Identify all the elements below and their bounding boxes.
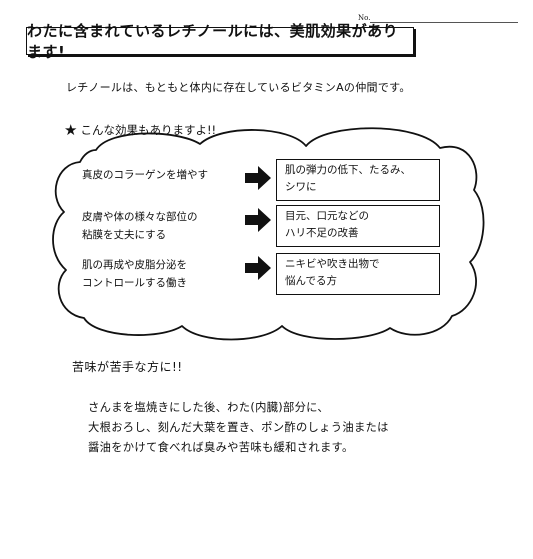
effect-cause-3-line-2: コントロールする働き [82,277,187,289]
effect-result-3-line-2: 悩んでる方 [285,275,337,287]
effect-result-1-line-1: 肌の弾力の低下、たるみ、 [285,164,411,176]
intro-text: レチノールは、もともと体内に存在しているビタミンAの仲間です。 [66,81,411,94]
advice-line-1: さんまを塩焼きにした後、わた(内臓)部分に、 [88,401,330,414]
effect-cause-2: 皮膚や体の様々な部位の 粘膜を丈夫にする [82,208,198,244]
advice-text: さんまを塩焼きにした後、わた(内臓)部分に、 大根おろし、刻んだ大葉を置き、ポン… [88,398,389,458]
effect-cause-2-line-1: 皮膚や体の様々な部位の [82,211,198,223]
effect-cause-1: 真皮のコラーゲンを増やす [82,166,208,184]
effect-result-box-3: ニキビや吹き出物で 悩んでる方 [276,253,440,295]
page-title: わたに含まれているレチノールには、美肌効果があります! [27,22,399,61]
effects-heading-text: こんな効果もありますよ!! [80,123,217,137]
effect-result-box-2: 目元、口元などの ハリ不足の改善 [276,205,440,247]
effect-result-1-line-2: シワに [285,181,317,193]
effects-heading: ★ こんな効果もありますよ!! [64,122,216,138]
effect-result-2-line-2: ハリ不足の改善 [285,227,359,239]
thick-right-arrow-icon [245,166,271,190]
advice-line-2: 大根おろし、刻んだ大葉を置き、ポン酢のしょう油または [88,421,389,434]
bitter-heading: 苦味が苦手な方に!! [72,360,183,374]
effect-cause-2-line-2: 粘膜を丈夫にする [82,229,167,241]
effect-cause-3: 肌の再成や皮脂分泌を コントロールする働き [82,256,187,292]
effect-result-2-line-1: 目元、口元などの [285,210,369,222]
effect-result-box-1: 肌の弾力の低下、たるみ、 シワに [276,159,440,201]
number-label: No. [358,14,371,22]
effect-result-3-line-1: ニキビや吹き出物で [285,258,380,270]
effect-cause-1-line-1: 真皮のコラーゲンを増やす [82,169,208,181]
thick-right-arrow-icon [245,256,271,280]
number-underline [370,22,518,23]
advice-line-3: 醤油をかけて食べれば臭みや苦味も緩和されます。 [88,441,354,454]
thick-right-arrow-icon [245,208,271,232]
black-star-icon: ★ [64,120,78,139]
effect-cause-3-line-1: 肌の再成や皮脂分泌を [82,259,187,271]
title-box: わたに含まれているレチノールには、美肌効果があります! [26,22,414,61]
